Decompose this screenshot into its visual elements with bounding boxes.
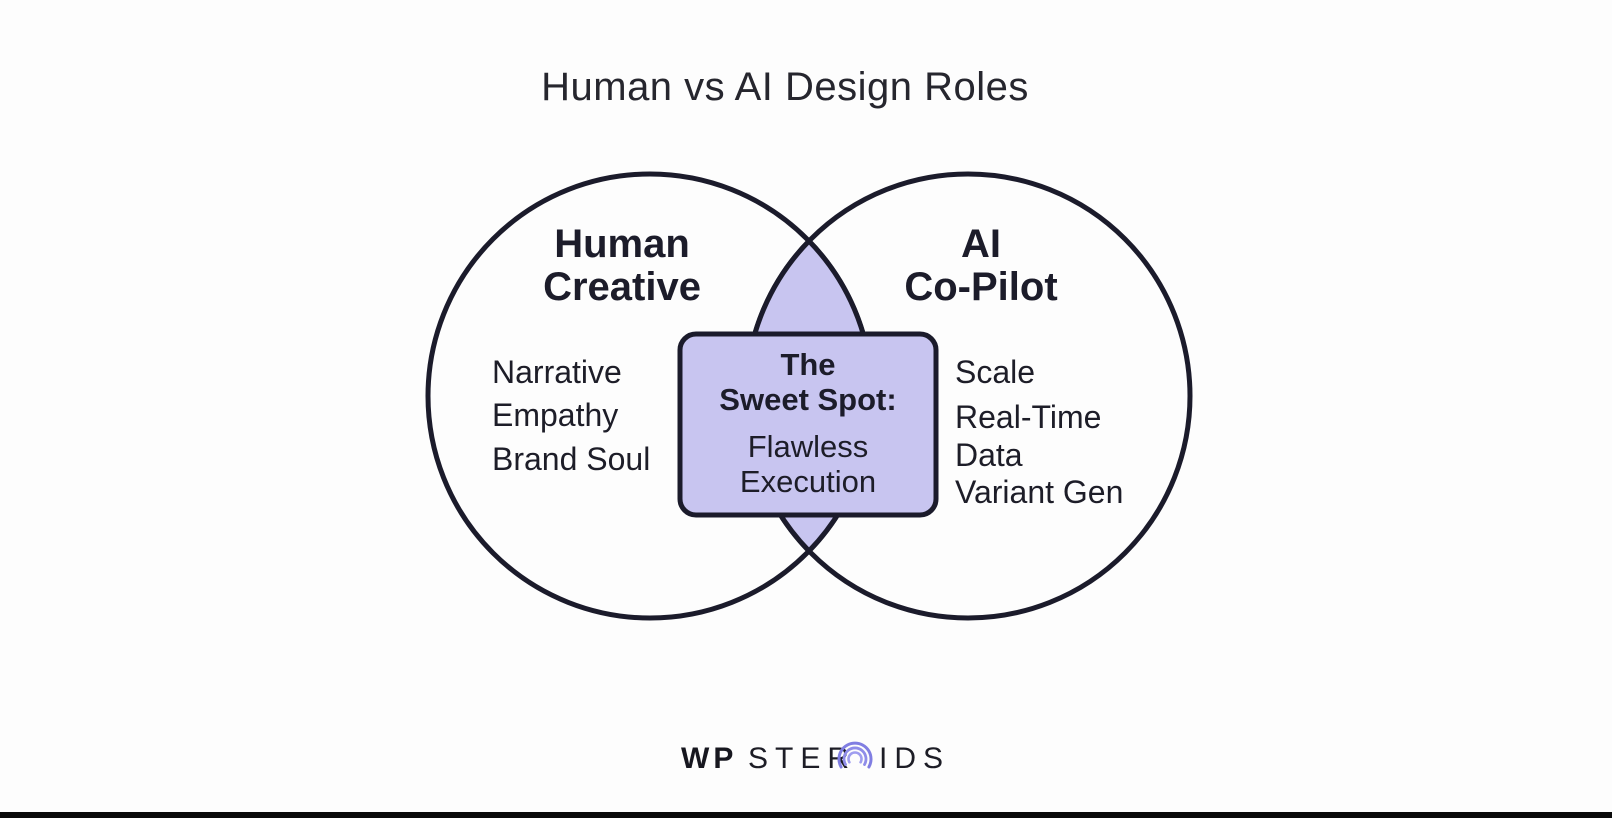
sweet-spot-heading-line2: Sweet Spot: (719, 382, 896, 417)
human-creative-heading-line1: Human (554, 222, 690, 266)
logo-prefix: WP (681, 742, 737, 775)
human-creative-heading-line2: Creative (543, 265, 701, 309)
concentric-arcs-o-icon (837, 741, 873, 769)
page-title: Human vs AI Design Roles (541, 65, 1029, 109)
wpsteroids-logo: WP STER IDS (681, 741, 950, 775)
human-item-narrative: Narrative (492, 354, 622, 390)
bottom-edge-bar (0, 812, 1612, 818)
logo-arc-middle (842, 746, 868, 766)
ai-item-real-time-line1: Real-Time (955, 399, 1101, 435)
ai-item-variant-gen: Variant Gen (955, 474, 1123, 510)
sweet-spot-heading-line1: The (780, 347, 835, 382)
ai-item-real-time-line2: Data (955, 437, 1023, 473)
ai-copilot-heading-line2: Co-Pilot (904, 265, 1057, 309)
sweet-spot-body-line1: Flawless (748, 429, 869, 464)
human-item-brand-soul: Brand Soul (492, 441, 650, 477)
sweet-spot-body-line2: Execution (740, 464, 876, 499)
logo-arc-outer (837, 741, 873, 769)
logo-suffix: IDS (879, 742, 950, 775)
sweet-spot-box (677, 331, 939, 518)
ai-copilot-heading-line1: AI (961, 222, 1001, 266)
human-item-empathy: Empathy (492, 397, 618, 433)
logo-arc-inner (847, 751, 863, 764)
ai-item-scale: Scale (955, 354, 1035, 390)
logo-mid: STER (748, 742, 856, 775)
